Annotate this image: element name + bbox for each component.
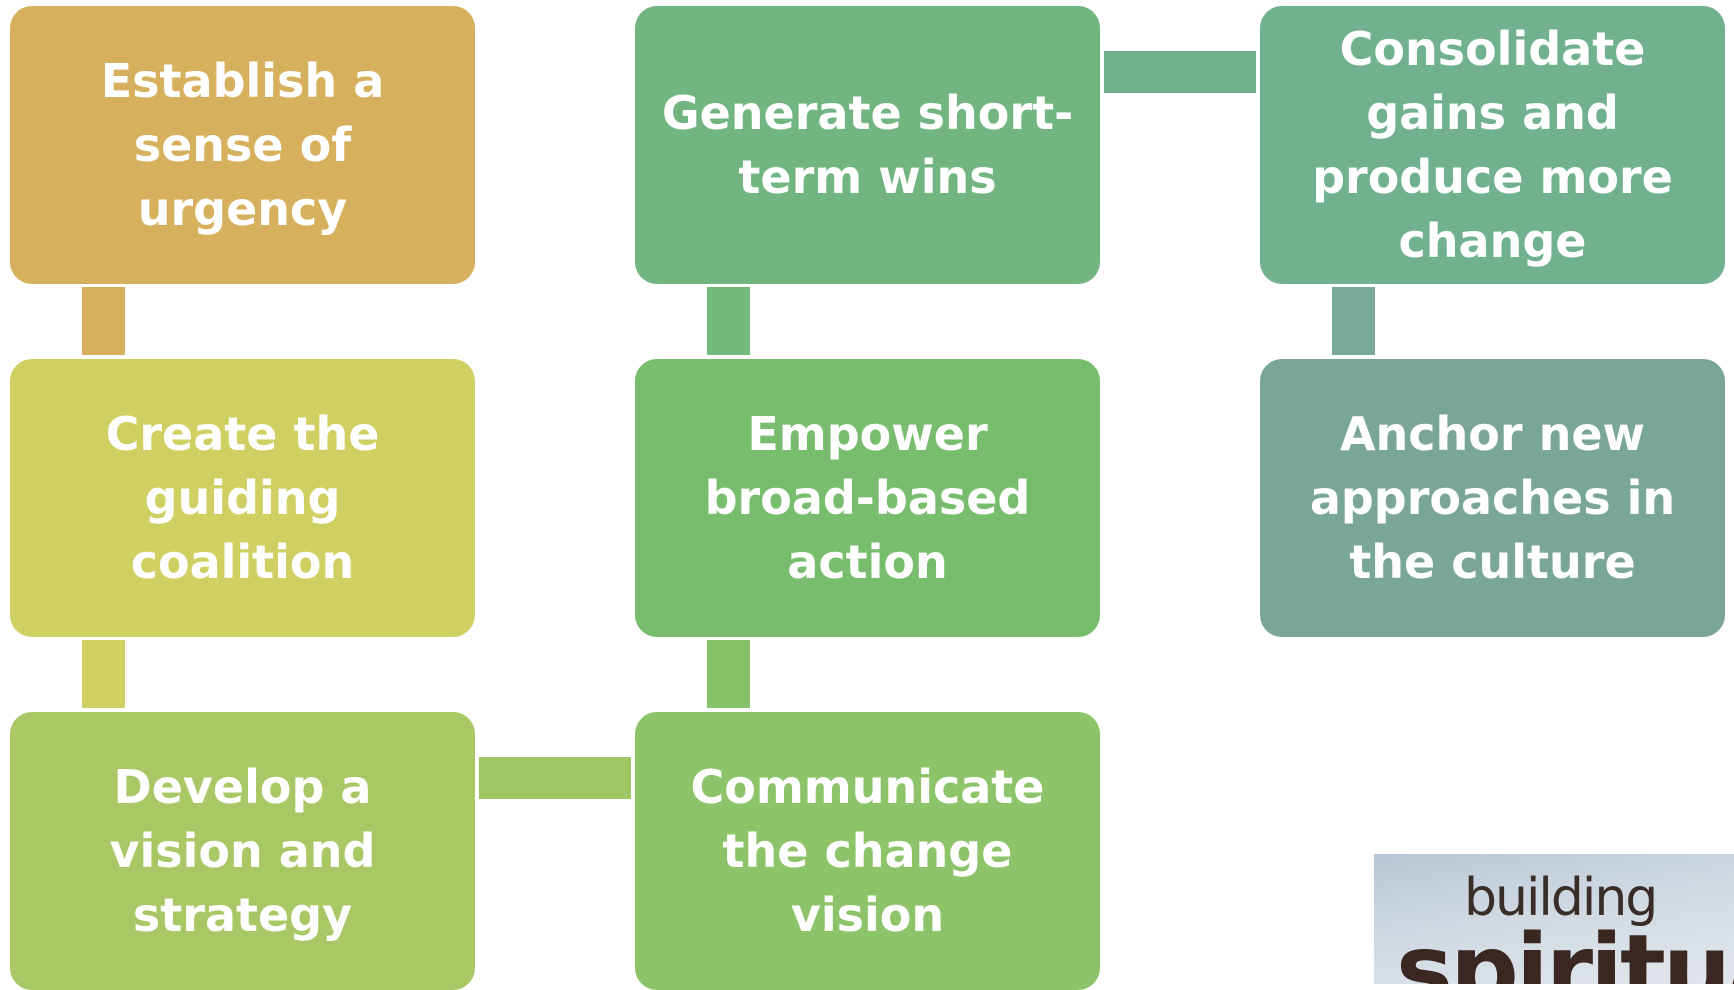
connector-1-2 xyxy=(82,287,125,355)
step-guiding-coalition: Create the guiding coalition xyxy=(10,359,475,637)
step-label: Create the guiding coalition xyxy=(105,407,380,589)
step-label: Develop a vision and strategy xyxy=(109,760,376,942)
step-label: Anchor new approaches in the culture xyxy=(1309,407,1676,589)
building-spiritual-logo: building spiritua xyxy=(1374,854,1734,984)
step-communicate-vision: Communicate the change vision xyxy=(635,712,1100,990)
connector-5-6 xyxy=(707,287,750,355)
step-label: Empower broad-based action xyxy=(704,407,1031,589)
connector-7-8 xyxy=(1332,287,1375,355)
step-empower-action: Empower broad-based action xyxy=(635,359,1100,637)
step-vision-strategy: Develop a vision and strategy xyxy=(10,712,475,990)
step-label: Communicate the change vision xyxy=(690,760,1045,942)
connector-6-7 xyxy=(1104,51,1256,93)
step-consolidate-gains: Consolidate gains and produce more chang… xyxy=(1260,6,1725,284)
step-establish-urgency: Establish a sense of urgency xyxy=(10,6,475,284)
connector-3-4 xyxy=(479,757,631,799)
step-label: Consolidate gains and produce more chang… xyxy=(1312,22,1673,268)
logo-text-spiritual: spiritua xyxy=(1396,914,1734,984)
step-label: Establish a sense of urgency xyxy=(100,54,385,236)
step-label: Generate short-term wins xyxy=(661,86,1074,204)
connector-4-5 xyxy=(707,640,750,708)
logo-text-building: building xyxy=(1464,868,1658,928)
step-anchor-culture: Anchor new approaches in the culture xyxy=(1260,359,1725,637)
step-short-term-wins: Generate short-term wins xyxy=(635,6,1100,284)
connector-2-3 xyxy=(82,640,125,708)
